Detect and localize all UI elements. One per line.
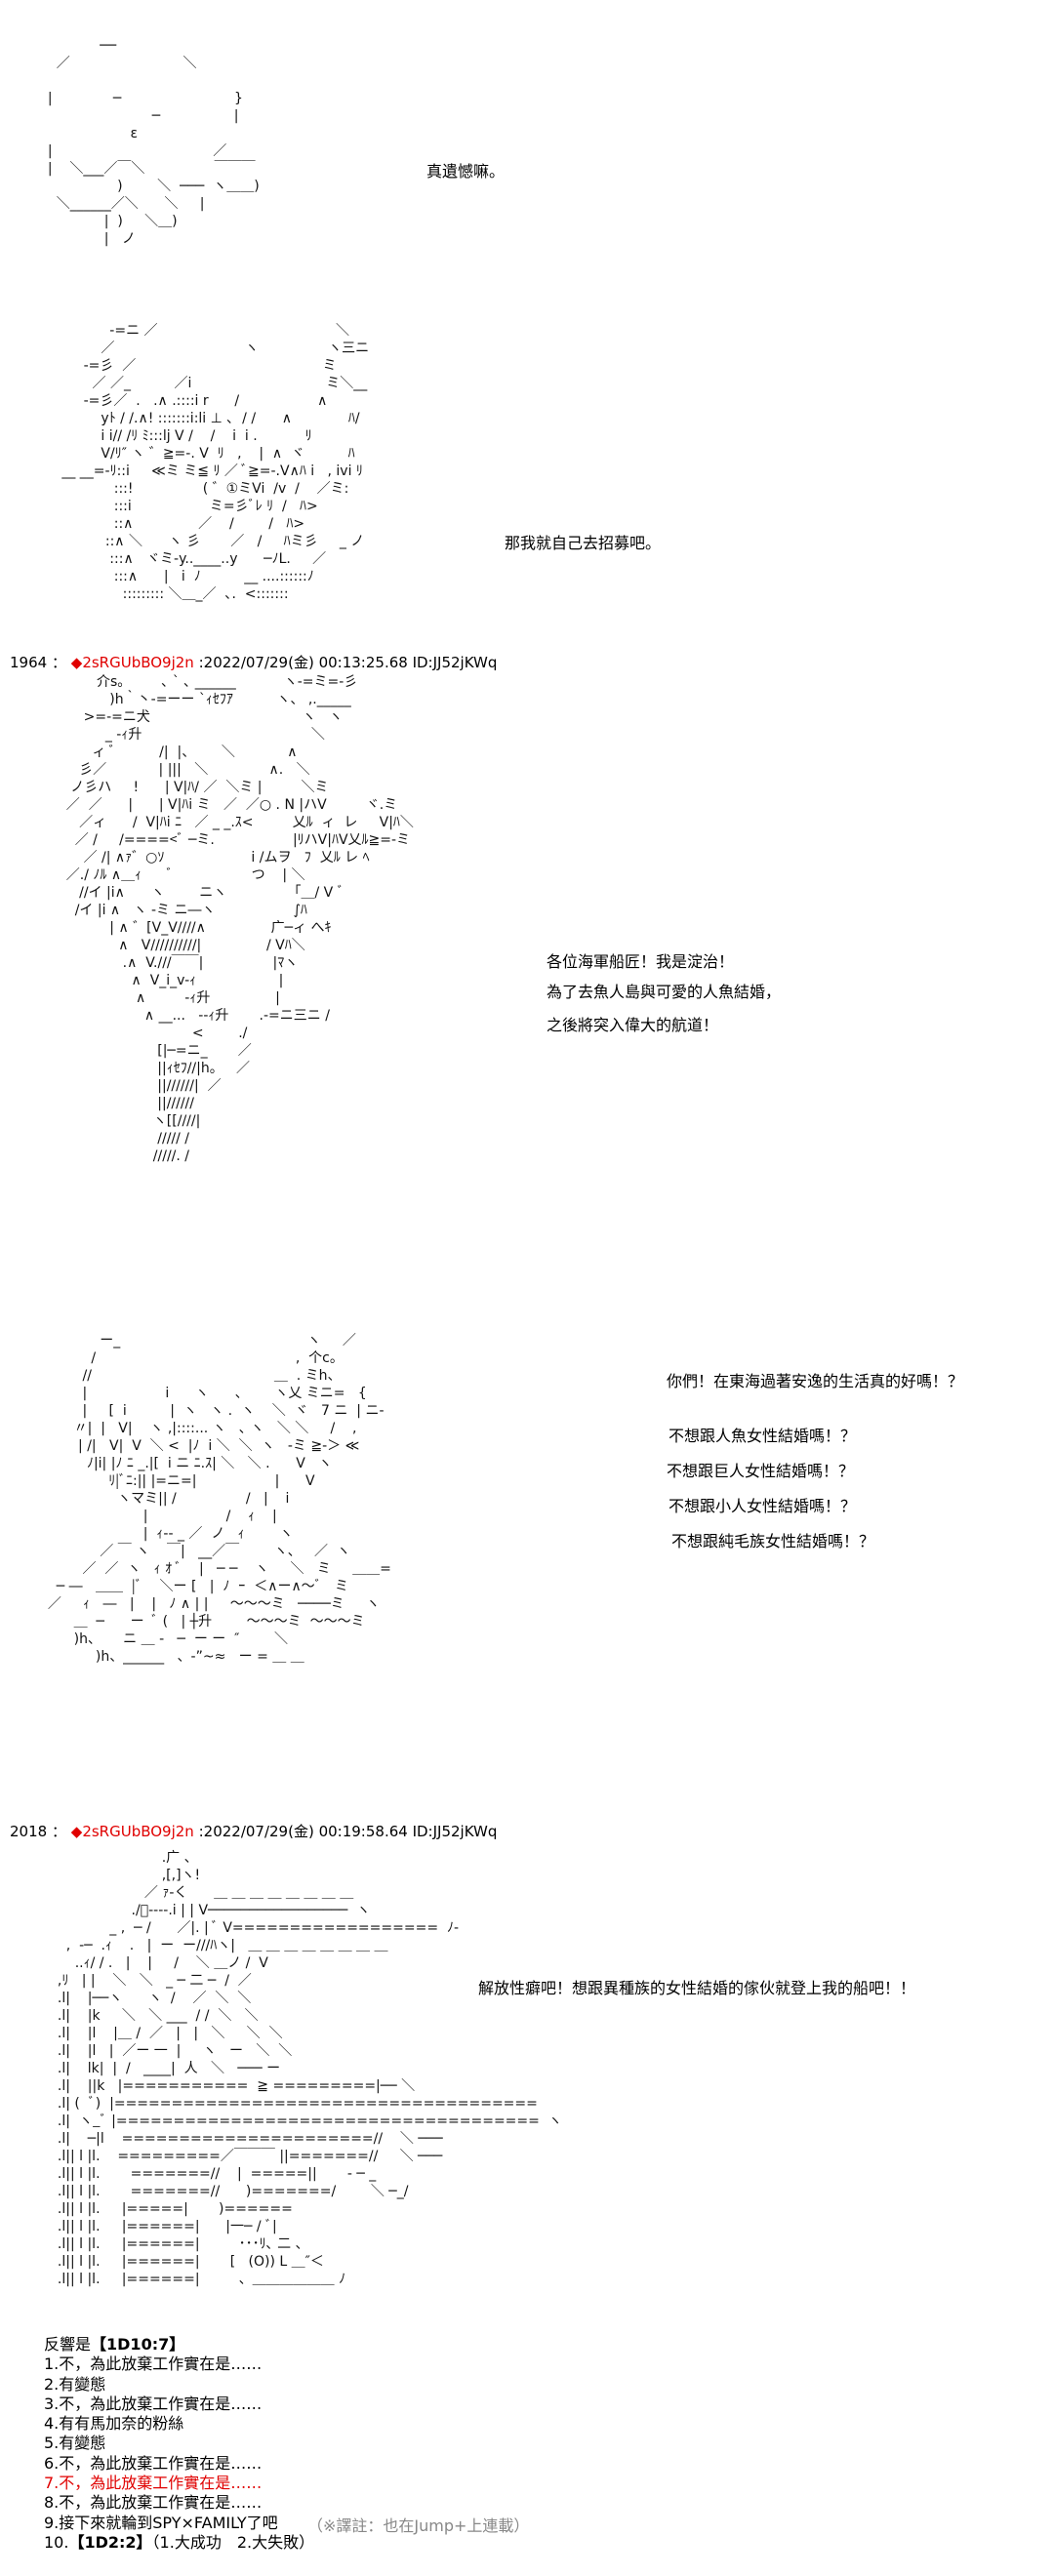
ascii-art-face-1: ── ／ ＼ | ─ } ─ | ε | ／ | (47, 38, 260, 247)
translator-note: （※譯註：也在Jump+上連載） (307, 2516, 530, 2535)
dialogue-line: 不想跟純毛族女性結婚嗎！？ (671, 1532, 875, 1550)
result-title-prefix: 反響是 (44, 2335, 92, 2354)
dialogue-line: 你們！在東海過著安逸的生活真的好嗎！？ (667, 1372, 964, 1390)
list-item: 9.接下來就輪到SPY×FAMILY了吧 (44, 2513, 278, 2532)
list-item: 6.不，為此放棄工作實在是…… (44, 2453, 263, 2473)
post-trip: 2sRGUbBO9j2n (82, 1823, 194, 1840)
result-title: 反響是【1D10:7】 (44, 2335, 314, 2355)
list-item-text: （1.大成功 2.大失敗） (151, 2532, 315, 2552)
dialogue-line: 不想跟巨人女性結婚嗎！？ (667, 1462, 855, 1480)
post-date: :2022/07/29(金) 00:13:25.68 ID:JJ52jKWq (198, 654, 498, 671)
post-trip: 2sRGUbBO9j2n (82, 654, 194, 671)
list-item: 8.不，為此放棄工作實在是…… (44, 2493, 263, 2513)
post-separator: ： (51, 654, 66, 671)
dialogue-line: 解放性癖吧！想跟異種族的女性結婚的傢伙就登上我的船吧！！ (478, 1979, 916, 1997)
list-item: 4.有有馬加奈的粉絲 (44, 2414, 184, 2434)
dialogue-line: 為了去魚人島與可愛的人魚結婚， (547, 983, 782, 1001)
dialogue-line: 真遺憾嘛。 (426, 162, 506, 181)
dialogue-line: 不想跟小人女性結婚嗎！？ (669, 1497, 857, 1515)
post-date: :2022/07/29(金) 00:19:58.64 ID:JJ52jKWq (198, 1823, 498, 1840)
post-number[interactable]: 2018 (10, 1823, 48, 1840)
list-item-selected: 7.不，為此放棄工作實在是…… (44, 2474, 263, 2493)
dialogue-line: 各位海軍船匠！我是淀治！ (547, 952, 735, 971)
post-header: 1964 ： ◆2sRGUbBO9j2n :2022/07/29(金) 00:1… (10, 652, 497, 672)
diamond-icon: ◆ (70, 654, 83, 671)
list-item: 3.不，為此放棄工作實在是…… (44, 2394, 263, 2413)
list-item: 2.有變態 (44, 2374, 106, 2394)
ascii-art-ship: .广 、 ,[,]ヽ! ／ ｧ‐く ＿ ＿ ＿ ＿ ＿ ＿ ＿ ＿ ./ﾞ---… (57, 1850, 562, 2287)
post-header: 2018 ： ◆2sRGUbBO9j2n :2022/07/29(金) 00:1… (10, 1821, 497, 1841)
ascii-art-scene: ー_ ヽ ／ / , 个c。 // ＿ . ミh、 | (47, 1333, 391, 1665)
post-number[interactable]: 1964 (10, 654, 48, 671)
dice-roll: 【1D2:2】 (68, 2532, 152, 2552)
dialogue-line: 之後將突入偉大的航道！ (547, 1016, 719, 1034)
diamond-icon: ◆ (70, 1823, 83, 1840)
list-item-number: 10. (44, 2532, 69, 2552)
dialogue-line: 不想跟人魚女性結婚嗎！？ (669, 1427, 857, 1445)
list-item: 1.不，為此放棄工作實在是…… (44, 2355, 263, 2374)
result-list: 反響是【1D10:7】 1.不，為此放棄工作實在是…… 2.有變態 3.不，為此… (44, 2335, 314, 2553)
dialogue-line: 那我就自己去招募吧。 (505, 534, 662, 552)
ascii-art-character: 介s。 ､ ` ､ ______ ヽ-=ミ=-彡 )h｀丶-=ーー `ｨｾﾌｱ … (65, 674, 414, 1164)
list-item: 10.【1D2:2】（1.大成功 2.大失敗） (44, 2533, 314, 2553)
dice-roll: 【1D10:7】 (91, 2335, 185, 2354)
list-item: 5.有變態 (44, 2434, 106, 2453)
post-separator: ： (51, 1823, 66, 1840)
ascii-art-face-2: -=ニ ／ ＼ ／ ヽ ヽ三ニ -=彡 ／ ミ ／ ／_ ／i (61, 323, 370, 602)
